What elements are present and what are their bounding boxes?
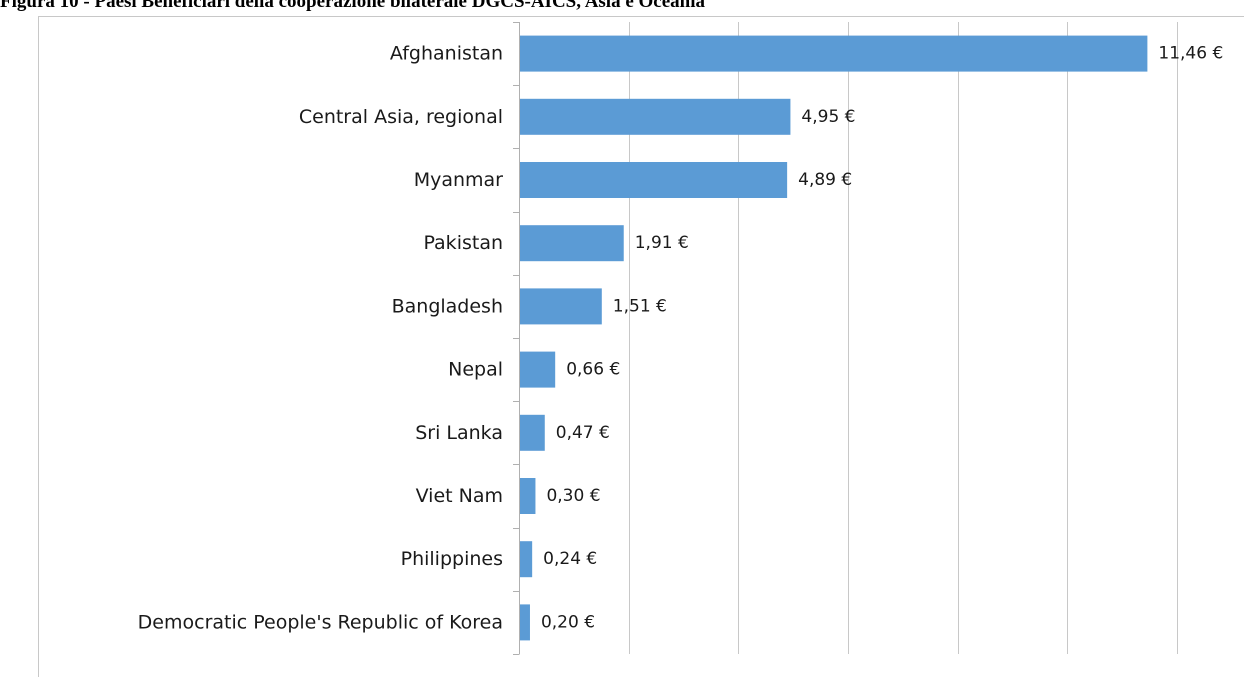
value-label: 0,30 € [546, 486, 600, 506]
value-label: 1,51 € [613, 296, 667, 316]
bar-chart: Afghanistan 11,46 € Central Asia, regional… [138, 22, 1223, 655]
bar [520, 162, 788, 198]
bar [520, 98, 791, 135]
category-label: Pakistan [423, 232, 503, 254]
figure-title: Figura 10 - Paesi Beneficiari della coop… [0, 0, 706, 12]
value-label: 4,95 € [801, 107, 855, 127]
category-label: Philippines [401, 548, 503, 570]
value-label: 0,20 € [541, 612, 595, 632]
bar [520, 604, 530, 641]
bar [520, 225, 624, 262]
value-label: 1,91 € [635, 233, 689, 253]
category-label: Viet Nam [416, 485, 503, 507]
bar [520, 35, 1148, 72]
bar [520, 541, 533, 578]
category-label: Bangladesh [392, 295, 503, 317]
chart-frame: Afghanistan 11,46 € Central Asia, regional… [38, 16, 1244, 677]
bar [520, 351, 556, 388]
category-label: Afghanistan [390, 43, 503, 65]
bar [520, 414, 545, 451]
bar [520, 478, 536, 514]
category-label: Myanmar [414, 169, 503, 191]
value-label: 11,46 € [1158, 44, 1223, 64]
bar [520, 288, 602, 325]
category-label: Sri Lanka [415, 422, 503, 444]
value-label: 0,24 € [543, 549, 597, 569]
category-label: Nepal [448, 359, 503, 381]
category-label: Central Asia, regional [299, 106, 503, 128]
value-label: 0,66 € [566, 360, 620, 380]
value-label: 4,89 € [798, 170, 852, 190]
value-label: 0,47 € [556, 423, 610, 443]
category-label: Democratic People's Republic of Korea [138, 611, 503, 633]
